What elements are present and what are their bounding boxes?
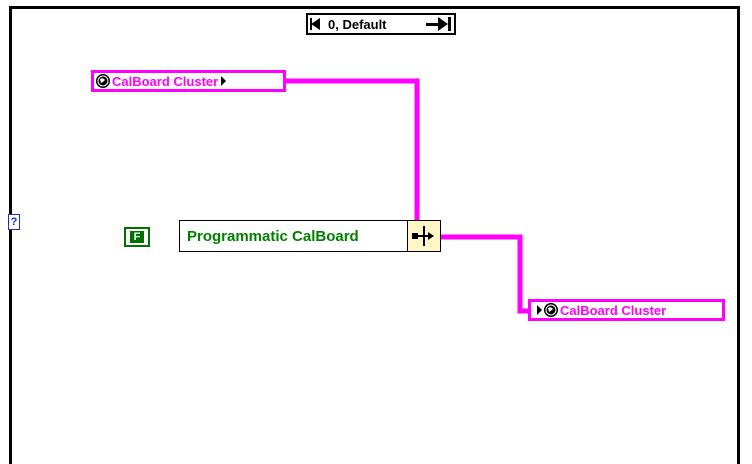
case-selector[interactable]: 0, Default [306, 13, 456, 35]
triangle-right-icon [221, 76, 227, 86]
arrow-right-icon[interactable] [422, 15, 454, 33]
case-selector-terminal[interactable]: ? [8, 214, 20, 230]
false-constant[interactable]: F [124, 227, 150, 247]
input-cluster-terminal[interactable]: CalBoard Cluster [91, 70, 286, 92]
triangle-right-icon [537, 305, 542, 315]
bundle-by-name-icon[interactable] [407, 221, 440, 251]
case-structure-frame [9, 6, 740, 464]
selector-terminal-label: ? [10, 216, 18, 228]
false-constant-label: F [130, 231, 144, 243]
input-cluster-label: CalBoard Cluster [112, 73, 219, 89]
bundle-by-name-node[interactable]: Programmatic CalBoard [179, 220, 441, 252]
triangle-left-icon[interactable] [308, 15, 324, 33]
bundle-element-label: Programmatic CalBoard [187, 227, 359, 245]
case-selector-label: 0, Default [328, 16, 387, 32]
output-cluster-label: CalBoard Cluster [560, 302, 667, 318]
globe-icon [96, 74, 110, 88]
globe-icon [544, 303, 558, 317]
output-cluster-terminal[interactable]: CalBoard Cluster [528, 299, 725, 321]
